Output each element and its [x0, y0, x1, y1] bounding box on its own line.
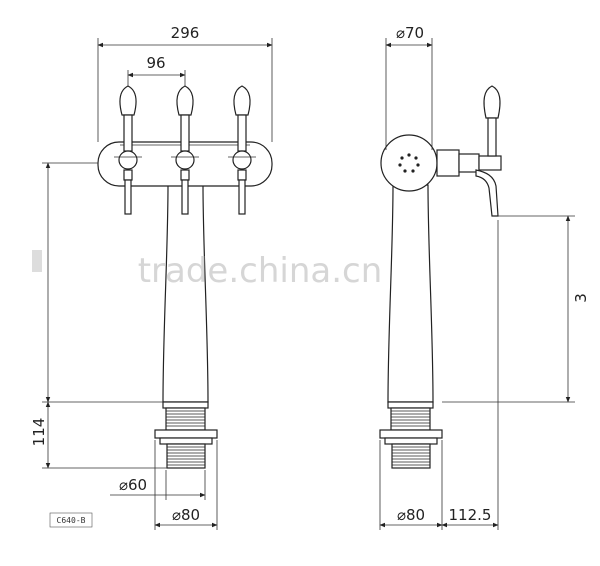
dim-offset-spout: 112.5	[449, 506, 492, 524]
tap-handle-left	[114, 85, 142, 215]
side-tap	[436, 85, 502, 217]
dim-height-base: 114	[30, 418, 48, 447]
side-base	[379, 401, 443, 469]
dim-diameter-thread: ⌀60	[119, 476, 147, 494]
dimension-lines	[42, 38, 575, 530]
dim-height-side: 3	[572, 293, 590, 303]
watermark: trade.china.cn	[32, 250, 382, 291]
part-code-box	[49, 512, 93, 528]
side-view	[379, 85, 502, 469]
front-base	[154, 401, 218, 469]
side-head	[380, 134, 438, 192]
front-view	[97, 85, 273, 469]
front-column	[162, 184, 209, 403]
dim-width-total: 296	[171, 24, 200, 42]
tap-handle-right	[228, 85, 256, 215]
dim-diameter-base-front: ⌀80	[172, 506, 200, 524]
side-column	[387, 184, 434, 403]
dim-diameter-base-side: ⌀80	[397, 506, 425, 524]
tap-handle-center	[171, 85, 199, 215]
dim-diameter-top: ⌀70	[396, 24, 424, 42]
watermark-text: trade.china.cn	[138, 251, 383, 291]
part-code: C640-B	[57, 516, 86, 525]
dim-spacing: 96	[146, 54, 165, 72]
